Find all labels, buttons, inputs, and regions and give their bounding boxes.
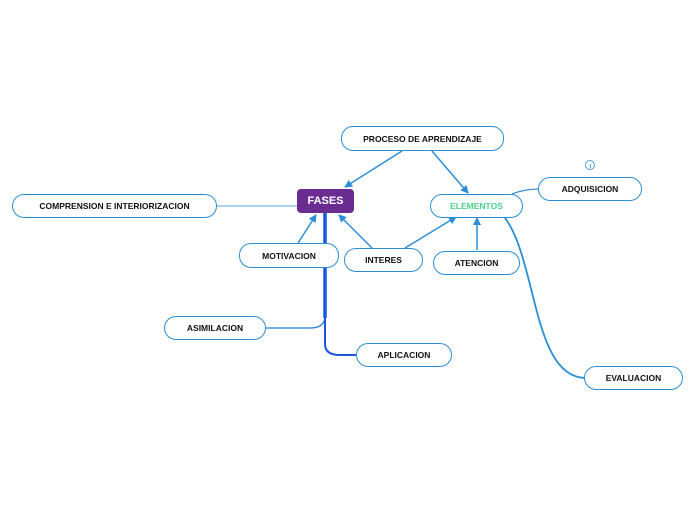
node-proceso-de-aprendizaje[interactable]: PROCESO DE APRENDIZAJE: [341, 126, 504, 151]
node-aplicacion[interactable]: APLICACION: [356, 343, 452, 367]
arrow-interes-to-elementos: [404, 216, 457, 249]
arrow-interes-to-fases: [338, 214, 373, 249]
node-adquisicion[interactable]: ADQUISICION: [538, 177, 642, 201]
node-elementos[interactable]: ELEMENTOS: [430, 194, 523, 218]
arrow-proceso-to-fases: [344, 150, 403, 188]
node-fases-root[interactable]: FASES: [297, 189, 354, 213]
link-elementos-to-adquisicion: [511, 188, 541, 195]
node-evaluacion[interactable]: EVALUACION: [584, 366, 683, 390]
link-fases-to-aplicacion: [324, 316, 356, 356]
link-elementos-to-evaluacion: [499, 211, 587, 379]
info-icon[interactable]: [585, 160, 595, 170]
node-asimilacion[interactable]: ASIMILACION: [164, 316, 266, 340]
node-comprension-e-interiorizacion[interactable]: COMPRENSION E INTERIORIZACION: [12, 194, 217, 218]
link-fases-to-asimilacion: [266, 315, 326, 329]
arrow-proceso-to-elementos: [431, 150, 469, 194]
node-motivacion[interactable]: MOTIVACION: [239, 243, 339, 268]
arrow-motivacion-to-fases: [297, 214, 317, 244]
node-interes[interactable]: INTERES: [344, 248, 423, 272]
node-atencion[interactable]: ATENCION: [433, 251, 520, 275]
